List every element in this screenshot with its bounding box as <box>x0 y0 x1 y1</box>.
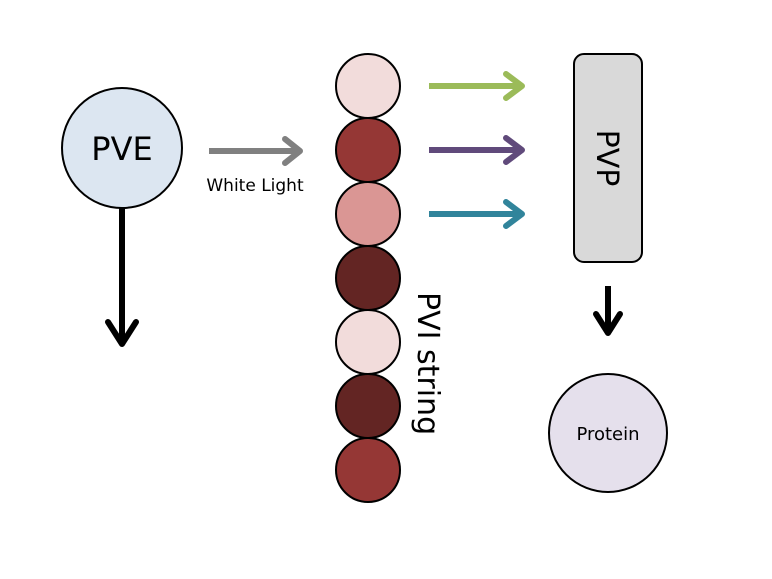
pve-node: PVE <box>61 87 183 209</box>
teal-arrow-head <box>503 199 525 229</box>
protein-label: Protein <box>576 424 639 445</box>
purple-arrow-head <box>503 135 525 165</box>
pve-label: PVE <box>91 130 152 168</box>
pvi-string-label: PVI string <box>410 292 445 435</box>
green-arrow <box>429 71 525 101</box>
pvp-down-arrow-head <box>593 311 623 336</box>
pvi-bead <box>335 53 401 119</box>
pve-down-arrow <box>105 208 139 347</box>
pve-down-arrow-head <box>105 319 139 347</box>
pvp-down-arrow <box>593 286 623 336</box>
pvi-bead <box>335 117 401 183</box>
green-arrow-head <box>503 71 525 101</box>
pvi-bead <box>335 181 401 247</box>
pvi-bead <box>335 437 401 503</box>
protein-circle <box>548 373 668 493</box>
pvi-bead <box>335 373 401 439</box>
pvp-box <box>573 53 643 263</box>
white-light-label: White Light <box>206 176 304 196</box>
pvi-bead <box>335 309 401 375</box>
purple-arrow <box>429 135 525 165</box>
pvi-string-beads <box>335 53 401 503</box>
white-light-arrow-head <box>282 136 303 166</box>
pvp-node: PVP <box>573 53 643 263</box>
white-light-arrow <box>209 136 303 166</box>
pvi-bead <box>335 245 401 311</box>
protein-node: Protein <box>548 373 668 493</box>
pvp-label: PVP <box>589 130 624 187</box>
teal-arrow <box>429 199 525 229</box>
